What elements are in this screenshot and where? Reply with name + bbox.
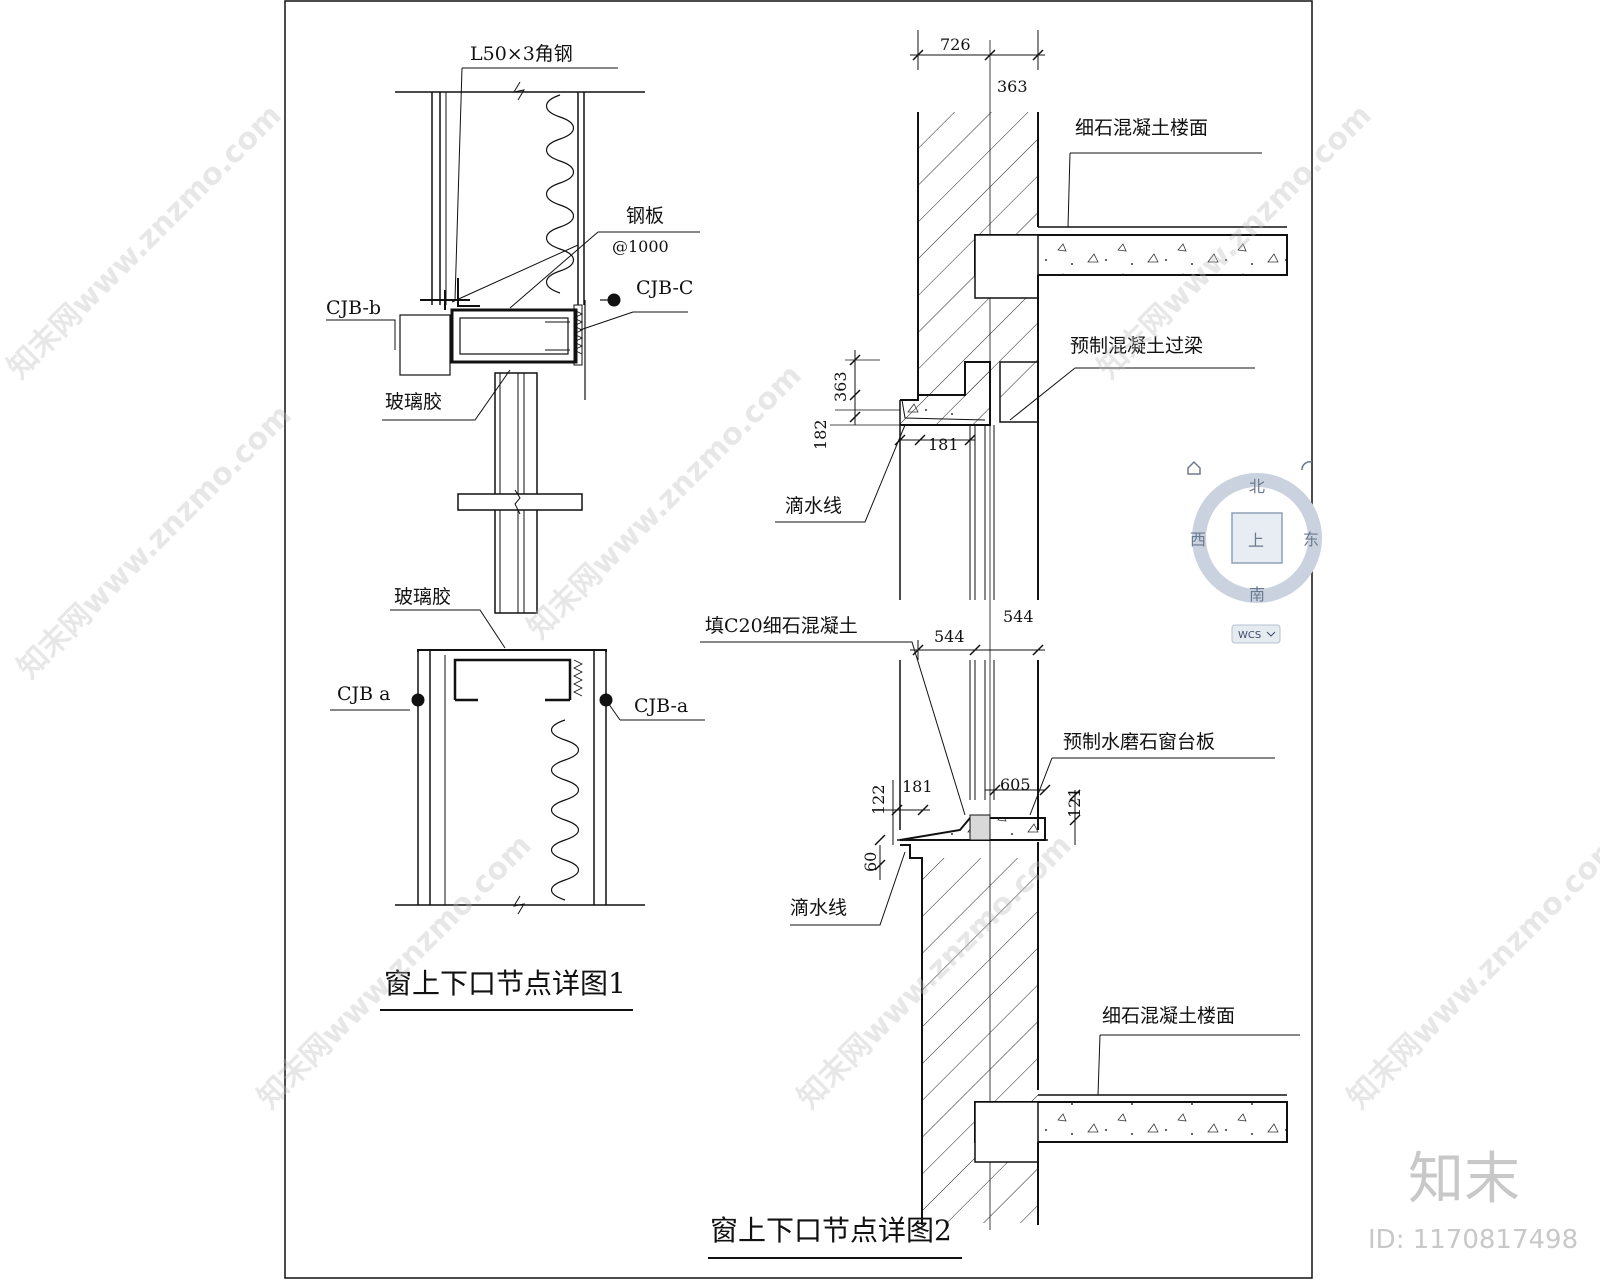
rotate-icon[interactable]: [1301, 461, 1313, 471]
label-steel-plate: 钢板: [626, 205, 664, 227]
view-cube-face[interactable]: [1231, 512, 1283, 564]
dim-544-left: 544: [934, 627, 965, 646]
dim-60: 60: [861, 852, 880, 872]
label-cjb-c: CJB-C: [636, 277, 693, 299]
home-icon[interactable]: [1187, 460, 1201, 475]
dim-122: 122: [869, 784, 888, 815]
drawing-frame: [284, 0, 1313, 1279]
view-cube-top-label: 上: [1248, 531, 1264, 550]
dim-182: 182: [811, 419, 830, 450]
label-floor-top: 细石混凝土楼面: [1075, 117, 1208, 139]
watermark-layer: 知末网www.znzmo.com 知末网www.znzmo.com 知末网www…: [1, 98, 1600, 1116]
label-sill-board: 预制水磨石窗台板: [1063, 731, 1215, 753]
label-lintel: 预制混凝土过梁: [1070, 335, 1203, 357]
wcs-label: WCS: [1238, 630, 1261, 641]
brand-id: ID: 1170817498: [1368, 1225, 1578, 1255]
chevron-down-icon: [1266, 631, 1276, 637]
label-steel-plate-spacing: @1000: [612, 237, 669, 256]
watermark-text: 知末网www.znzmo.com: [1, 98, 289, 386]
detail-2: [700, 30, 1300, 1259]
label-drip-top: 滴水线: [785, 495, 842, 517]
label-fill-concrete: 填C20细石混凝土: [705, 615, 858, 637]
label-cjb-b: CJB-b: [326, 297, 381, 319]
detail-1-title: 窗上下口节点详图1: [384, 967, 626, 1000]
brand-logo-text: 知末: [1408, 1147, 1520, 1212]
label-glass-glue-bottom: 玻璃胶: [394, 586, 451, 608]
dim-605: 605: [1000, 775, 1031, 794]
dim-544-right: 544: [1003, 607, 1034, 626]
label-floor-bottom: 细石混凝土楼面: [1102, 1005, 1235, 1027]
compass-south[interactable]: 南: [1249, 585, 1265, 604]
view-cube-ring[interactable]: [1192, 473, 1322, 603]
detail-2-title: 窗上下口节点详图2: [710, 1214, 952, 1247]
label-angle-steel: L50×3角钢: [470, 43, 573, 65]
watermark-text: 知末网www.znzmo.com: [11, 398, 299, 686]
compass-west[interactable]: 西: [1190, 530, 1206, 549]
dim-181-bottom: 181: [902, 777, 933, 796]
dim-363-top: 363: [997, 77, 1028, 96]
dim-121: 121: [1065, 787, 1084, 818]
view-cube[interactable]: 上 北 南 西 东 WCS: [1187, 460, 1322, 644]
dim-363-side: 363: [831, 371, 850, 402]
compass-east[interactable]: 东: [1303, 530, 1319, 549]
label-glass-glue-top: 玻璃胶: [385, 391, 442, 413]
wcs-button[interactable]: [1231, 624, 1281, 644]
label-cjb-a-right: CJB-a: [634, 695, 688, 717]
detail-1: [326, 67, 705, 1011]
compass-north[interactable]: 北: [1249, 477, 1265, 496]
dim-181-top: 181: [928, 435, 959, 454]
watermark-text: 知末网www.znzmo.com: [1341, 828, 1600, 1116]
dim-726: 726: [940, 35, 971, 54]
label-drip-bottom: 滴水线: [790, 897, 847, 919]
label-cjb-a-left: CJB a: [337, 683, 390, 705]
